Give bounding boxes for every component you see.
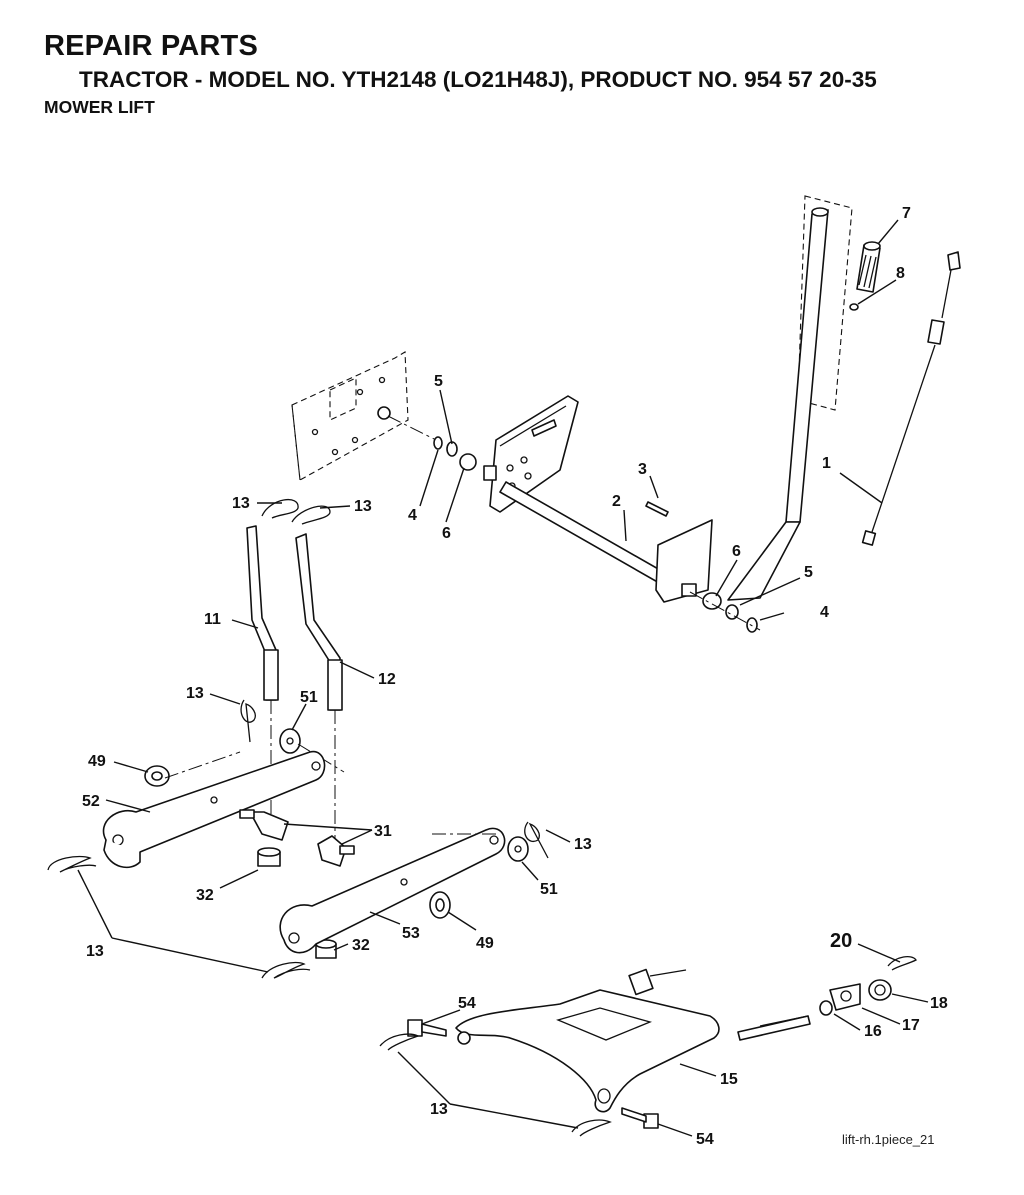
callout-15: 15 — [720, 1071, 738, 1088]
callout-4-left: 4 — [408, 507, 417, 524]
callout-49-right: 49 — [476, 935, 494, 952]
lock-nut — [868, 979, 892, 1001]
hairpin-clip-top-right — [291, 505, 331, 525]
callout-53: 53 — [402, 925, 420, 942]
washer-small — [819, 1000, 833, 1016]
callout-31: 31 — [374, 823, 392, 840]
callout-17: 17 — [902, 1017, 920, 1034]
callout-labels: 1 2 3 4 4 5 5 6 6 7 8 11 12 13 13 13 13 … — [82, 205, 948, 1148]
leader-lines — [77, 219, 929, 1137]
hairpin-clip-bracket-bottom — [571, 1119, 612, 1137]
frame-bracket-outline — [291, 351, 441, 481]
lift-link-left — [246, 525, 279, 701]
handle-grip — [856, 241, 881, 293]
hairpin-clip-top-left — [261, 498, 299, 519]
hairpin-clip-low-left — [47, 855, 97, 873]
callout-7: 7 — [902, 205, 911, 222]
callout-13-mid-right: 13 — [574, 836, 592, 853]
callout-13-bottom: 13 — [430, 1101, 448, 1118]
hairpin-clip-mid-right — [524, 821, 549, 859]
section-title: MOWER LIFT — [44, 97, 155, 117]
callout-12: 12 — [378, 671, 396, 688]
callout-4-right: 4 — [820, 604, 829, 621]
callout-13-top-right: 13 — [354, 498, 372, 515]
left-shaft-hardware — [433, 436, 477, 471]
hairpin-clip-bracket-left — [379, 1033, 420, 1051]
roll-pin — [645, 501, 669, 517]
stabilizer-bracket — [455, 968, 811, 1113]
callout-13-lower-left: 13 — [86, 943, 104, 960]
callout-8: 8 — [896, 265, 905, 282]
callout-3: 3 — [638, 461, 647, 478]
model-subtitle: TRACTOR - MODEL NO. YTH2148 (LO21H48J), … — [79, 67, 877, 92]
callout-13-top-left: 13 — [232, 495, 250, 512]
hairpin-clip-low-center — [261, 961, 311, 979]
lift-link-right — [295, 533, 343, 711]
grip-pin — [849, 303, 859, 311]
callout-2: 2 — [612, 493, 621, 510]
bushing-left — [144, 765, 170, 787]
callout-6-left: 6 — [442, 525, 451, 542]
callout-16: 16 — [864, 1023, 882, 1040]
trunnion-left — [239, 809, 289, 841]
lift-shaft-plate — [483, 395, 713, 603]
lift-rod — [861, 251, 961, 546]
bushing-right — [429, 891, 451, 919]
callout-54-upper: 54 — [458, 995, 476, 1012]
callout-32-upper: 32 — [196, 887, 214, 904]
lift-lever-handle — [727, 195, 853, 601]
lift-arm-right — [279, 827, 506, 954]
diagram-reference-code: lift-rh.1piece_21 — [842, 1132, 935, 1147]
callout-32-lower: 32 — [352, 937, 370, 954]
right-shaft-hardware — [689, 591, 761, 633]
hairpin-clip-ferrule — [887, 955, 917, 971]
lift-arm-left — [102, 751, 326, 869]
callout-5-right: 5 — [804, 564, 813, 581]
hairpin-clip-mid-left — [240, 699, 256, 743]
callout-5-left: 5 — [434, 373, 443, 390]
callout-52: 52 — [82, 793, 100, 810]
callout-1: 1 — [822, 455, 831, 472]
callout-11: 11 — [204, 611, 221, 628]
washer-right — [507, 836, 529, 862]
callout-54-lower: 54 — [696, 1131, 714, 1148]
callout-6-right: 6 — [732, 543, 741, 560]
ferrule — [829, 983, 861, 1011]
callout-51-upper: 51 — [300, 689, 318, 706]
bolt-lower — [621, 1107, 659, 1129]
trunnion-right — [317, 835, 355, 867]
nut-upper — [257, 847, 281, 867]
callout-13-mid-left: 13 — [186, 685, 204, 702]
callout-51-lower: 51 — [540, 881, 558, 898]
callout-49-left: 49 — [88, 753, 106, 770]
page-title: REPAIR PARTS — [44, 30, 259, 62]
bolt-upper — [407, 1019, 447, 1037]
callout-20: 20 — [830, 930, 852, 952]
washer-upper — [279, 728, 301, 754]
callout-18: 18 — [930, 995, 948, 1012]
